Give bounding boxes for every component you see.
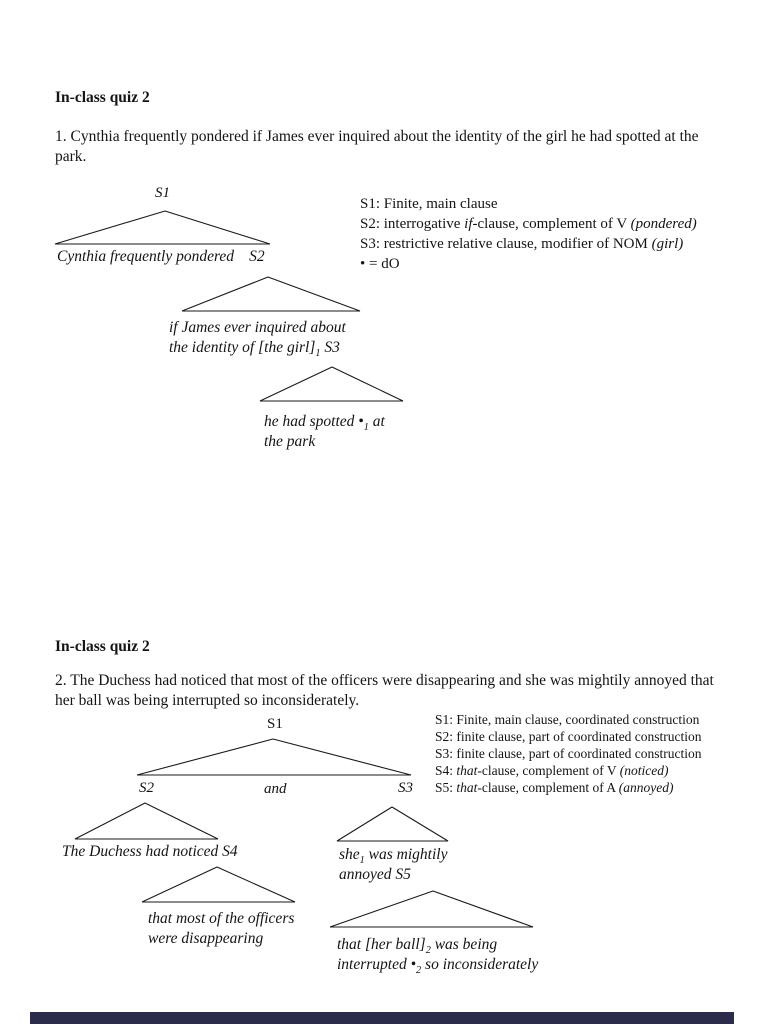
quiz1-s1-triangle [54, 210, 271, 245]
quiz2-s4-leaf-line2: were disappearing [148, 930, 264, 947]
quiz2-s4-leaf-text: that most of the officers were disappear… [148, 909, 294, 949]
quiz1-note-s1: S1: Finite, main clause [360, 196, 498, 212]
quiz1-s3-triangle [259, 366, 404, 402]
quiz2-s2-leaf-text: The Duchess had noticed S4 [62, 843, 238, 860]
quiz1-notes: S1: Finite, main clause S2: interrogativ… [360, 194, 697, 274]
quiz1-s2-leaf-text: if James ever inquired about the identit… [169, 318, 346, 360]
quiz1-s2-leaf-line2: the identity of [the girl]1 S3 [169, 339, 340, 360]
quiz2-notes: S1: Finite, main clause, coordinated con… [435, 711, 702, 796]
quiz2-note-s4: S4: that-clause, complement of V (notice… [435, 763, 669, 778]
quiz1-note-s3: S3: restrictive relative clause, modifie… [360, 236, 684, 252]
quiz2-s3-leaf-line1: she1 was mightily [339, 846, 448, 867]
quiz1-note-bullet-legend: • = dO [360, 256, 400, 272]
quiz2-note-s5: S5: that-clause, complement of A (annoye… [435, 780, 674, 795]
quiz2-s4-leaf-line1: that most of the officers [148, 910, 295, 927]
quiz2-s3-leaf-line2: annoyed S5 [339, 866, 411, 883]
quiz2-s3-node-label: S3 [398, 780, 413, 796]
viewer-page-gap-bar [30, 1012, 734, 1024]
quiz2-note-s3: S3: finite clause, part of coordinated c… [435, 746, 702, 761]
quiz2-note-s1: S1: Finite, main clause, coordinated con… [435, 712, 700, 727]
quiz2-s1-node-label: S1 [267, 716, 283, 732]
quiz2-s2-node-label: S2 [139, 780, 154, 796]
quiz2-s5-leaf-line2: interrupted •2 so inconsiderately [337, 956, 539, 977]
quiz1-heading: In-class quiz 2 [55, 89, 150, 106]
quiz2-s1-triangle [136, 738, 412, 776]
quiz2-s5-leaf-line1: that [her ball]2 was being [337, 936, 498, 957]
quiz2-s5-leaf-text: that [her ball]2 was being interrupted •… [337, 935, 539, 977]
quiz2-s3-triangle [336, 806, 449, 842]
quiz1-s1-node-label: S1 [155, 185, 170, 201]
quiz1-s3-leaf-line2: the park [264, 433, 316, 450]
quiz2-s4-triangle [141, 866, 296, 903]
quiz1-s3-leaf-text: he had spotted •1 at the park [264, 412, 385, 452]
quiz2-heading: In-class quiz 2 [55, 638, 150, 655]
quiz1-s3-leaf-line1: he had spotted •1 at [264, 413, 385, 434]
quiz2-and-conjunction-label: and [264, 781, 287, 797]
quiz1-s2-leaf-line1: if James ever inquired about [169, 319, 346, 336]
quiz2-s3-leaf-text: she1 was mightily annoyed S5 [339, 845, 447, 885]
quiz2-problem-text: 2. The Duchess had noticed that most of … [55, 672, 714, 709]
quiz1-note-s2: S2: interrogative if-clause, complement … [360, 216, 697, 232]
quiz2-s5-triangle [329, 890, 534, 928]
quiz2-note-s2: S2: finite clause, part of coordinated c… [435, 729, 702, 744]
quiz2-s2-triangle [74, 802, 219, 840]
quiz1-s2-triangle [181, 276, 361, 312]
quiz1-problem-text: 1. Cynthia frequently pondered if James … [55, 128, 699, 165]
